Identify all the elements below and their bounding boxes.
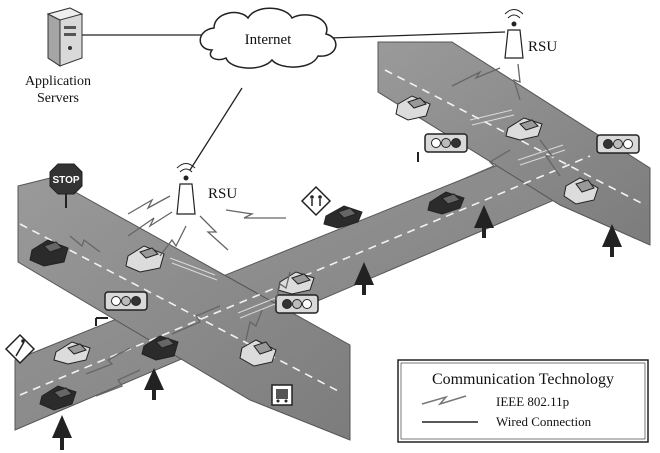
app-servers-label-2: Servers <box>37 91 79 106</box>
legend: Communication Technology IEEE 802.11p Wi… <box>397 359 649 443</box>
legend-title: Communication Technology <box>432 371 614 388</box>
vehicles <box>29 95 599 411</box>
car-icon <box>29 239 69 267</box>
crosswalk-right <box>469 109 566 166</box>
wireless-links <box>69 63 561 397</box>
school-crossing-sign-icon <box>300 185 332 217</box>
traffic-light-right-2 <box>596 134 640 154</box>
rsu-right-icon <box>504 9 524 59</box>
tree-icon <box>144 368 164 400</box>
legend-item-wireless: IEEE 802.11p <box>496 394 569 409</box>
car-icon <box>505 117 543 141</box>
app-servers-label-1: Application <box>25 74 91 89</box>
tree-icon <box>52 415 72 450</box>
road-work-sign-icon <box>4 333 36 365</box>
car-icon <box>239 339 277 367</box>
legend-item-wired: Wired Connection <box>496 414 592 429</box>
rsu-right-label: RSU <box>528 39 557 55</box>
legend-box <box>397 359 649 443</box>
tree-icon <box>602 224 622 257</box>
lane-mark-left <box>19 223 341 393</box>
tree-icon <box>474 205 494 238</box>
car-icon <box>277 271 315 295</box>
stop-sign-icon: STOP <box>49 163 83 208</box>
car-icon <box>395 95 431 121</box>
traffic-light-left-2 <box>275 294 319 314</box>
car-icon <box>323 205 363 229</box>
car-icon <box>125 245 165 273</box>
car-icon <box>141 335 179 361</box>
internet-label: Internet <box>245 32 292 48</box>
traffic-light-left-1 <box>95 291 148 326</box>
stop-sign-text: STOP <box>52 175 79 186</box>
car-icon <box>39 385 77 411</box>
server-icon <box>46 7 84 67</box>
rsu-left-label: RSU <box>208 186 237 202</box>
lightning-zigzag-icon <box>421 395 467 406</box>
bus-stop-sign-icon <box>271 384 293 406</box>
trees <box>52 205 622 450</box>
internet-cloud-icon <box>199 7 337 69</box>
tree-icon <box>354 262 374 295</box>
rsu-left-icon <box>176 163 196 215</box>
car-icon <box>53 341 91 365</box>
traffic-light-right-1 <box>417 133 468 162</box>
car-icon <box>427 191 465 215</box>
legend-box-inner <box>400 362 646 440</box>
car-icon <box>563 177 599 205</box>
wired-connections <box>82 31 506 171</box>
